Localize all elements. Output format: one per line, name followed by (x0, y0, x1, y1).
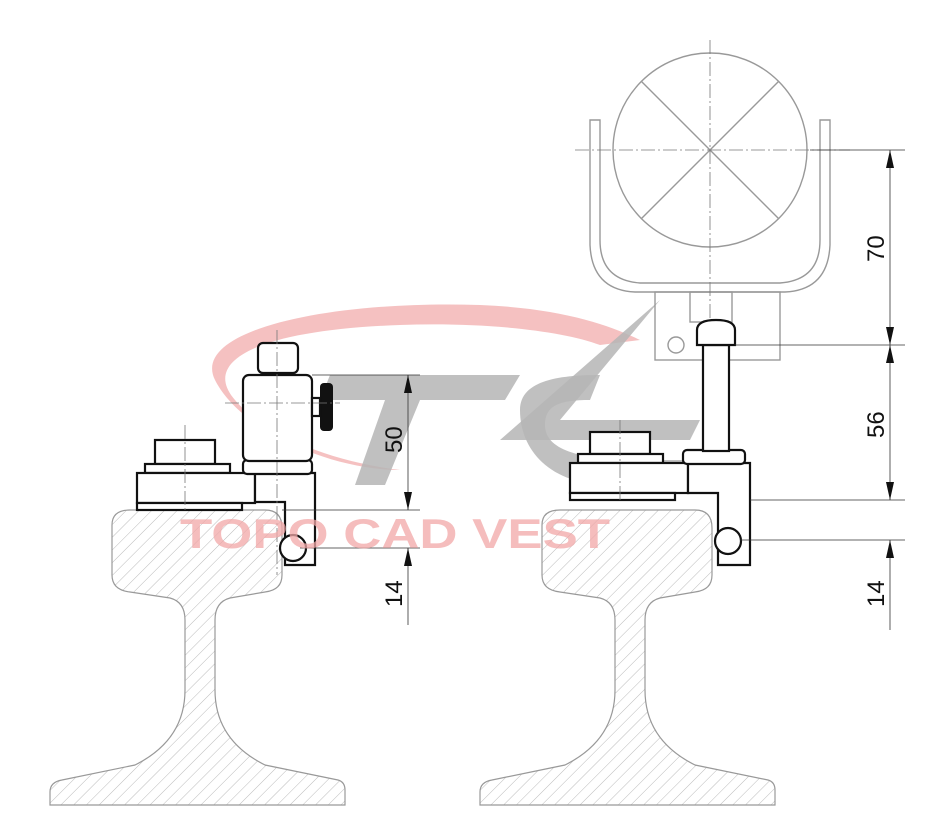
prism-holder (575, 40, 850, 361)
watermark-logo (212, 300, 700, 485)
dimension-70: 70 (863, 235, 890, 262)
dimensions-right: 70 56 14 (735, 149, 905, 630)
watermark-text: TOPO CAD VEST (180, 510, 610, 557)
rail-left (49, 509, 346, 806)
left-clamp (135, 330, 340, 575)
dimension-56: 56 (863, 411, 890, 438)
dimension-14-left: 14 (381, 580, 408, 607)
rail-right (479, 509, 776, 806)
dimension-14-right: 14 (863, 580, 890, 607)
dimensions-left: 50 14 (282, 374, 420, 625)
dimension-50: 50 (381, 426, 408, 453)
right-clamp (568, 318, 752, 567)
